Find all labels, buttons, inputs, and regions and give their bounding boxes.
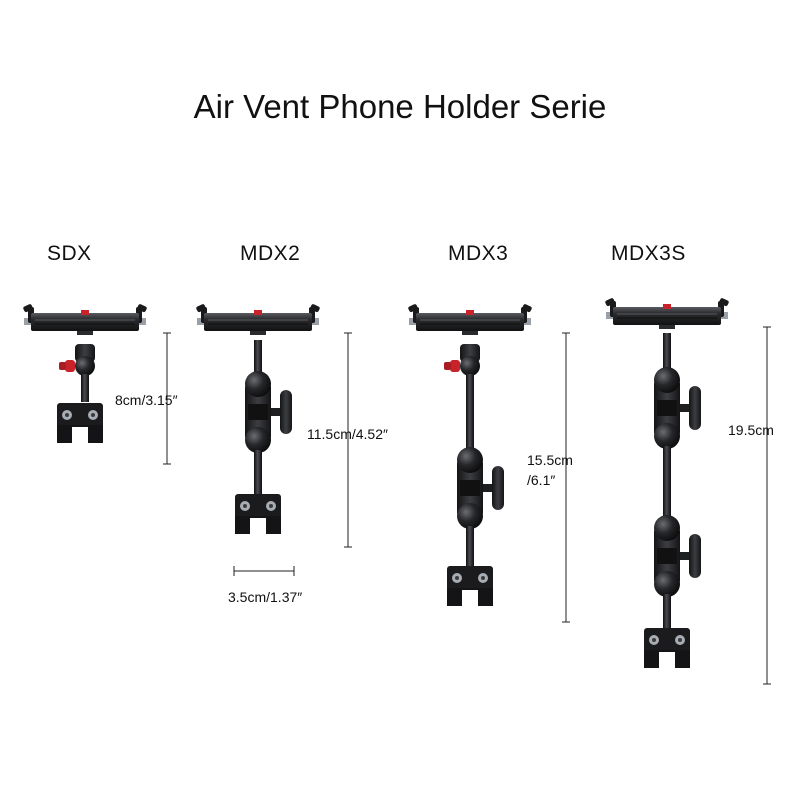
dimension-lines [163,326,771,685]
product-sdx [22,302,148,443]
page-title: Air Vent Phone Holder Serie [193,88,607,125]
dimension-label-mdx3-height-2: /6.1″ [527,472,556,488]
dimension-label-mdx3s-height: 19.5cm [728,422,774,438]
model-label-sdx: SDX [47,242,92,265]
product-mdx2 [195,302,321,534]
model-label-mdx3: MDX3 [448,242,509,265]
dimension-label-mdx2-height: 11.5cm/4.52″ [307,426,388,442]
model-label-mdx3s: MDX3S [611,242,686,265]
dimension-label-mdx2-width: 3.5cm/1.37″ [228,589,303,605]
dimension-label-mdx3-height-1: 15.5cm [527,452,573,468]
product-mdx3s [604,296,730,668]
dimension-label-sdx-height: 8cm/3.15″ [115,392,178,408]
model-label-mdx2: MDX2 [240,242,301,265]
product-mdx3 [407,302,533,606]
